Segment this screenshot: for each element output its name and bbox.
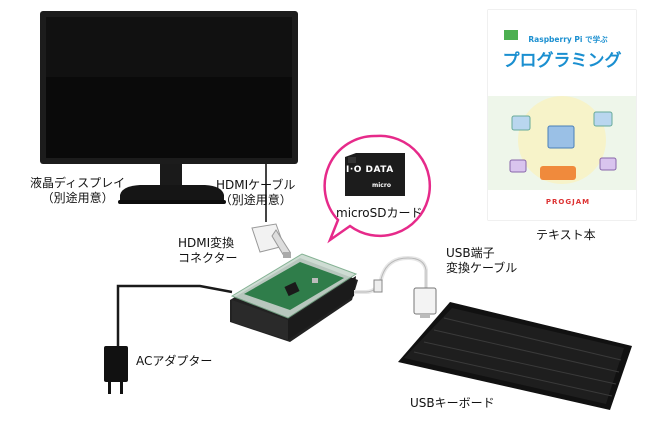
ac-adapter-label: ACアダプター — [136, 354, 213, 368]
hdmi-cable-label: HDMIケーブル （別途用意） — [216, 178, 295, 208]
sd-brand: I·O DATA — [346, 165, 394, 175]
monitor-illustration — [40, 11, 298, 204]
hdmi-connector-label-line2: コネクター — [178, 251, 238, 265]
microsd-label: microSDカード — [336, 206, 423, 220]
book-subtitle: Raspberry Pi で学ぶ — [528, 35, 608, 44]
keyboard-label: USBキーボード — [410, 396, 495, 410]
hdmi-connector-illustration — [251, 223, 291, 258]
display-label: 液晶ディスプレイ （別途用意） — [30, 176, 125, 206]
hdmi-connector-label: HDMI変換 コネクター — [178, 236, 238, 266]
usb-cable-label-line2: 変換ケーブル — [446, 261, 518, 275]
usb-cable-label: USB端子 変換ケーブル — [446, 246, 517, 276]
keyboard-illustration — [398, 302, 632, 410]
hdmi-cable-label-line1: HDMIケーブル — [216, 178, 296, 192]
display-label-line1: 液晶ディスプレイ — [30, 176, 126, 190]
textbook-illustration — [487, 9, 637, 221]
microsd-bubble — [323, 134, 432, 244]
display-label-line2: （別途用意） — [41, 191, 114, 205]
usb-cable-label-line1: USB端子 — [446, 246, 495, 260]
usb-otg-cable — [354, 255, 437, 318]
hdmi-cable-label-line2: （別途用意） — [219, 193, 292, 207]
book-title: プログラミング — [502, 51, 622, 71]
sd-type: micro — [372, 182, 391, 189]
ac-adapter-illustration — [104, 284, 233, 394]
raspberry-pi-case — [230, 253, 358, 342]
hdmi-connector-label-line1: HDMI変換 — [178, 236, 235, 250]
book-publisher: PROGJAM — [545, 198, 591, 206]
textbook-label: テキスト本 — [536, 228, 596, 242]
